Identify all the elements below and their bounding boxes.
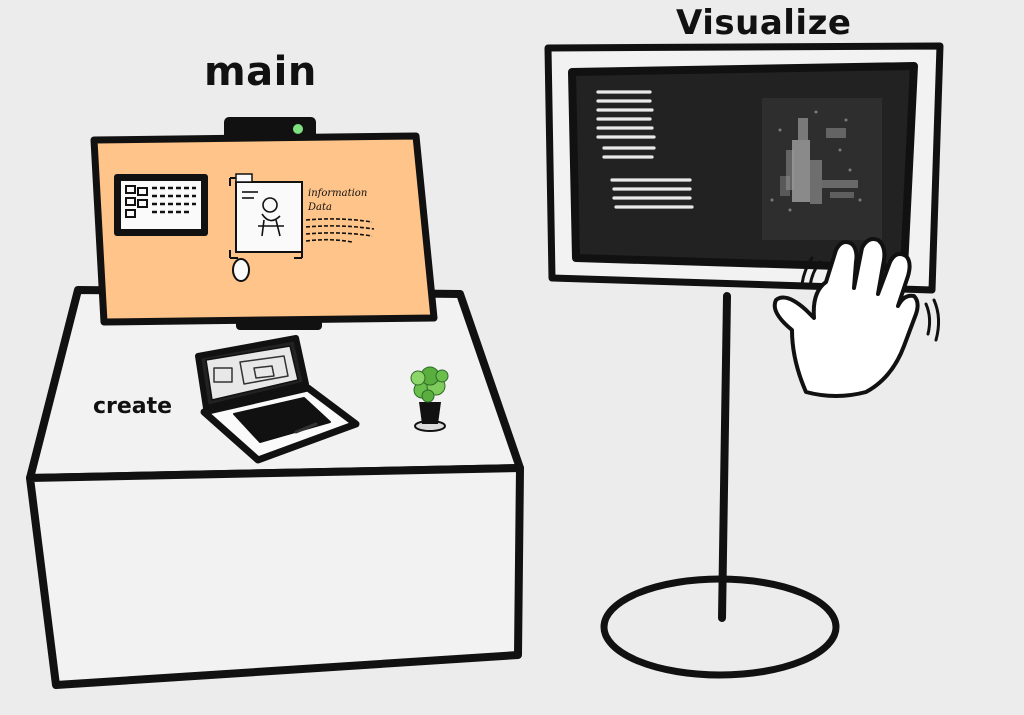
handwritten-note-scribbles: [305, 218, 375, 243]
visualize-text-block-2: [610, 178, 694, 209]
point-cloud-building-icon: [780, 118, 858, 204]
laptop-keyboard: [233, 397, 331, 443]
point-cloud-dots: [770, 110, 862, 212]
laptop-screen-sketch: [213, 355, 289, 385]
create-label: create: [93, 394, 173, 419]
handwritten-note-line2: Data: [307, 202, 332, 213]
sketch-card-tab: [235, 173, 253, 183]
waving-hand-icon: [772, 237, 941, 398]
plant-leaves: [410, 366, 449, 403]
plant-icon: [410, 366, 449, 432]
desk-front: [26, 464, 524, 689]
visualize-text-block-1: [596, 90, 656, 159]
visualize-display: [544, 42, 944, 679]
robot-sketch-icon: [242, 191, 284, 237]
mouse-icon[interactable]: [232, 258, 250, 282]
visualize-stand-pole: [718, 292, 731, 622]
hand-shape: [772, 237, 920, 398]
laptop-lid-screen: [205, 345, 299, 401]
main-display: information Data: [90, 117, 438, 330]
handwritten-note-line1: information: [308, 188, 367, 199]
screen-window-left-thumbnails: [125, 185, 148, 218]
webcam-light: [293, 124, 303, 134]
main-label: main: [204, 49, 317, 95]
wave-motion-lines: [800, 256, 941, 342]
plant-pot: [419, 402, 441, 424]
laptop-icon[interactable]: [195, 335, 360, 464]
visualize-label: Visualize: [676, 3, 852, 43]
laptop-pen: [294, 422, 318, 434]
screen-window-left-text-lines: [152, 186, 196, 214]
visualize-stand-base: [600, 575, 840, 679]
sketch-card[interactable]: [235, 181, 303, 253]
